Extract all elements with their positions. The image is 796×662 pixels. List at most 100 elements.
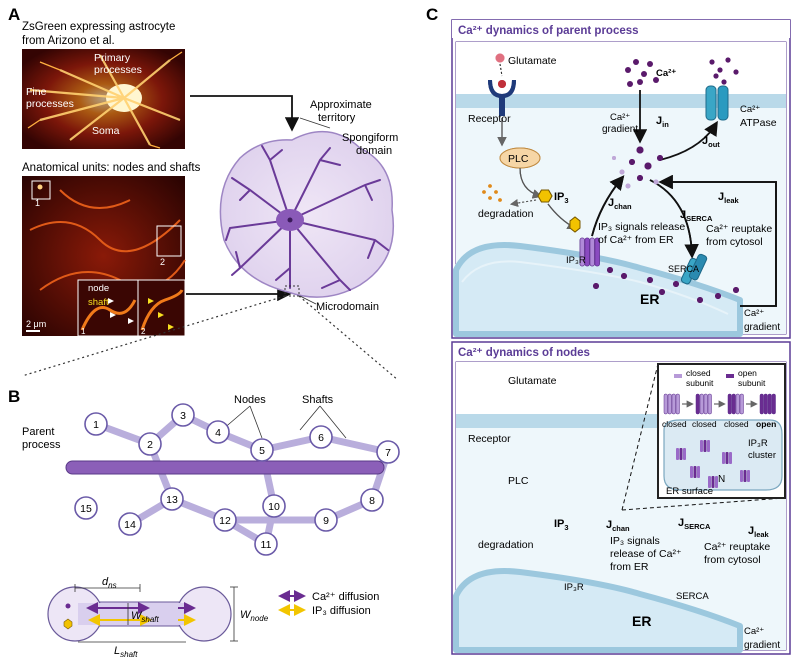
parent-label-1: Parent	[22, 426, 54, 438]
parent-label-2: process	[22, 439, 61, 451]
top-ip3r: IP₃R	[566, 255, 586, 266]
label-fine-2: processes	[26, 98, 74, 110]
panel-a-letter: A	[8, 5, 20, 24]
legend-ca: Ca²⁺ diffusion	[312, 591, 379, 603]
clustered-ip3r-icon	[747, 470, 750, 482]
spongiform-2: domain	[356, 145, 392, 157]
jleak-arrow	[658, 174, 777, 307]
er-calcium-dot	[715, 293, 721, 299]
extracellular-calcium-dot	[641, 71, 647, 77]
glutamate-icon	[495, 53, 505, 63]
jout-arrow	[659, 120, 718, 161]
graph-node-label: 1	[93, 419, 99, 431]
graph-node-label: 4	[215, 427, 221, 439]
bot-reuptake-1: Ca²⁺ reuptake	[704, 541, 770, 553]
cytosolic-calcium-dot	[625, 183, 631, 189]
cytosolic-calcium-dot	[636, 146, 644, 154]
legend-ip3: IP₃ diffusion	[312, 605, 371, 617]
graph-node	[314, 508, 338, 532]
graph-node-label: 14	[124, 519, 136, 531]
scale-bar-label: 2 μm	[26, 319, 46, 329]
graph-node	[309, 425, 333, 449]
graph-node	[262, 494, 286, 518]
pumped-calcium-dot	[733, 69, 739, 75]
graph-node-label: 15	[80, 503, 92, 515]
territory-pointer	[299, 117, 331, 129]
label-primary-2: processes	[94, 64, 142, 76]
top-serca: SERCA	[668, 264, 699, 274]
approx-territory-1: Approximate	[310, 99, 372, 111]
inset-state-1: closed	[662, 419, 687, 429]
top-release-1: IP₃ signals release	[598, 221, 685, 233]
clustered-ip3r-icon	[676, 448, 679, 460]
graph-node	[376, 440, 400, 464]
ip3r-subunit-icon	[739, 393, 744, 415]
degradation-dot	[488, 196, 492, 200]
bot-ca-gradient-2: gradient	[744, 640, 780, 651]
ip3r-subunit-icon	[731, 393, 736, 415]
ip3-hexagon-icon	[537, 189, 553, 203]
ip3r-channel-icon	[584, 237, 590, 267]
graph-node-label: 12	[219, 515, 231, 527]
top-ca2plus: Ca²⁺	[656, 68, 676, 79]
w-node-label: Wnode	[240, 609, 269, 623]
inset-cluster-1: IP₃R	[748, 438, 768, 449]
top-ip3: IP3	[554, 191, 569, 205]
zoom-line-right	[298, 295, 399, 381]
astrocyte-micrograph	[22, 49, 185, 149]
bot-j-leak: Jleak	[748, 525, 770, 539]
graph-node	[84, 412, 108, 436]
bot-glutamate: Glutamate	[508, 375, 557, 387]
graph-node	[138, 432, 162, 456]
inset-subunit-left: subunit	[686, 378, 714, 388]
geometry-schematic	[47, 584, 238, 643]
inset-state-3: closed	[724, 419, 749, 429]
diffusion-legend	[278, 590, 306, 616]
graph-node	[250, 438, 274, 462]
bot-plc: PLC	[508, 475, 529, 487]
clustered-ip3r-icon	[715, 476, 718, 488]
clustered-ip3r-icon	[740, 470, 743, 482]
inset-subunit-right: subunit	[738, 378, 766, 388]
cytosolic-calcium-dot	[653, 179, 659, 185]
ip3r-subunit-icon	[699, 393, 704, 415]
jserca-arrow	[649, 179, 699, 259]
serca-pump-icon-b	[688, 253, 708, 281]
ip3r-subunit-icon	[763, 393, 768, 415]
inset-state-2: closed	[692, 419, 717, 429]
graph-node-label: 9	[323, 515, 329, 527]
ip3r-subunit-icon	[771, 393, 776, 415]
shafts-pointer-a	[299, 405, 321, 431]
bot-er: ER	[632, 613, 651, 629]
l-shaft-label: Lshaft	[114, 645, 138, 659]
inset-cluster-2: cluster	[748, 450, 776, 461]
ca-atpase-icon	[705, 85, 717, 121]
extracellular-calcium-dot	[625, 67, 631, 73]
top-ca-atpase-2: ATPase	[740, 117, 777, 129]
pumped-calcium-dot	[721, 79, 727, 85]
clustered-ip3r-icon	[711, 476, 715, 488]
ip3r-subunit-icon	[727, 393, 732, 415]
bot-receptor: Receptor	[468, 433, 511, 445]
inset-er-surface: ER surface	[666, 486, 713, 497]
parent-process-box	[451, 19, 791, 339]
pumped-calcium-dot	[725, 57, 731, 63]
bot-ip3r: IP₃R	[564, 582, 584, 593]
graph-node	[213, 508, 237, 532]
clustered-ip3r-icon	[708, 476, 711, 488]
panel-c-letter: C	[426, 5, 438, 24]
nodes-shafts-micrograph	[22, 176, 186, 337]
er-calcium-dot	[733, 287, 739, 293]
microdomain-pointer	[299, 295, 317, 305]
bottom-signaling-elements	[482, 53, 777, 307]
inset-open-subunit: open	[738, 368, 757, 378]
top-ca-gradient-4: gradient	[744, 322, 780, 333]
er-calcium-dot	[659, 289, 665, 295]
clustered-ip3r-icon	[707, 440, 710, 452]
top-ca-gradient-3: Ca²⁺	[744, 308, 764, 319]
w-shaft-label: Wshaft	[131, 610, 160, 624]
er-calcium-dot	[621, 273, 627, 279]
ip3-bound-icon	[569, 216, 581, 233]
graph-node-label: 3	[180, 410, 186, 422]
ip3r-subunit-icon	[667, 393, 672, 415]
